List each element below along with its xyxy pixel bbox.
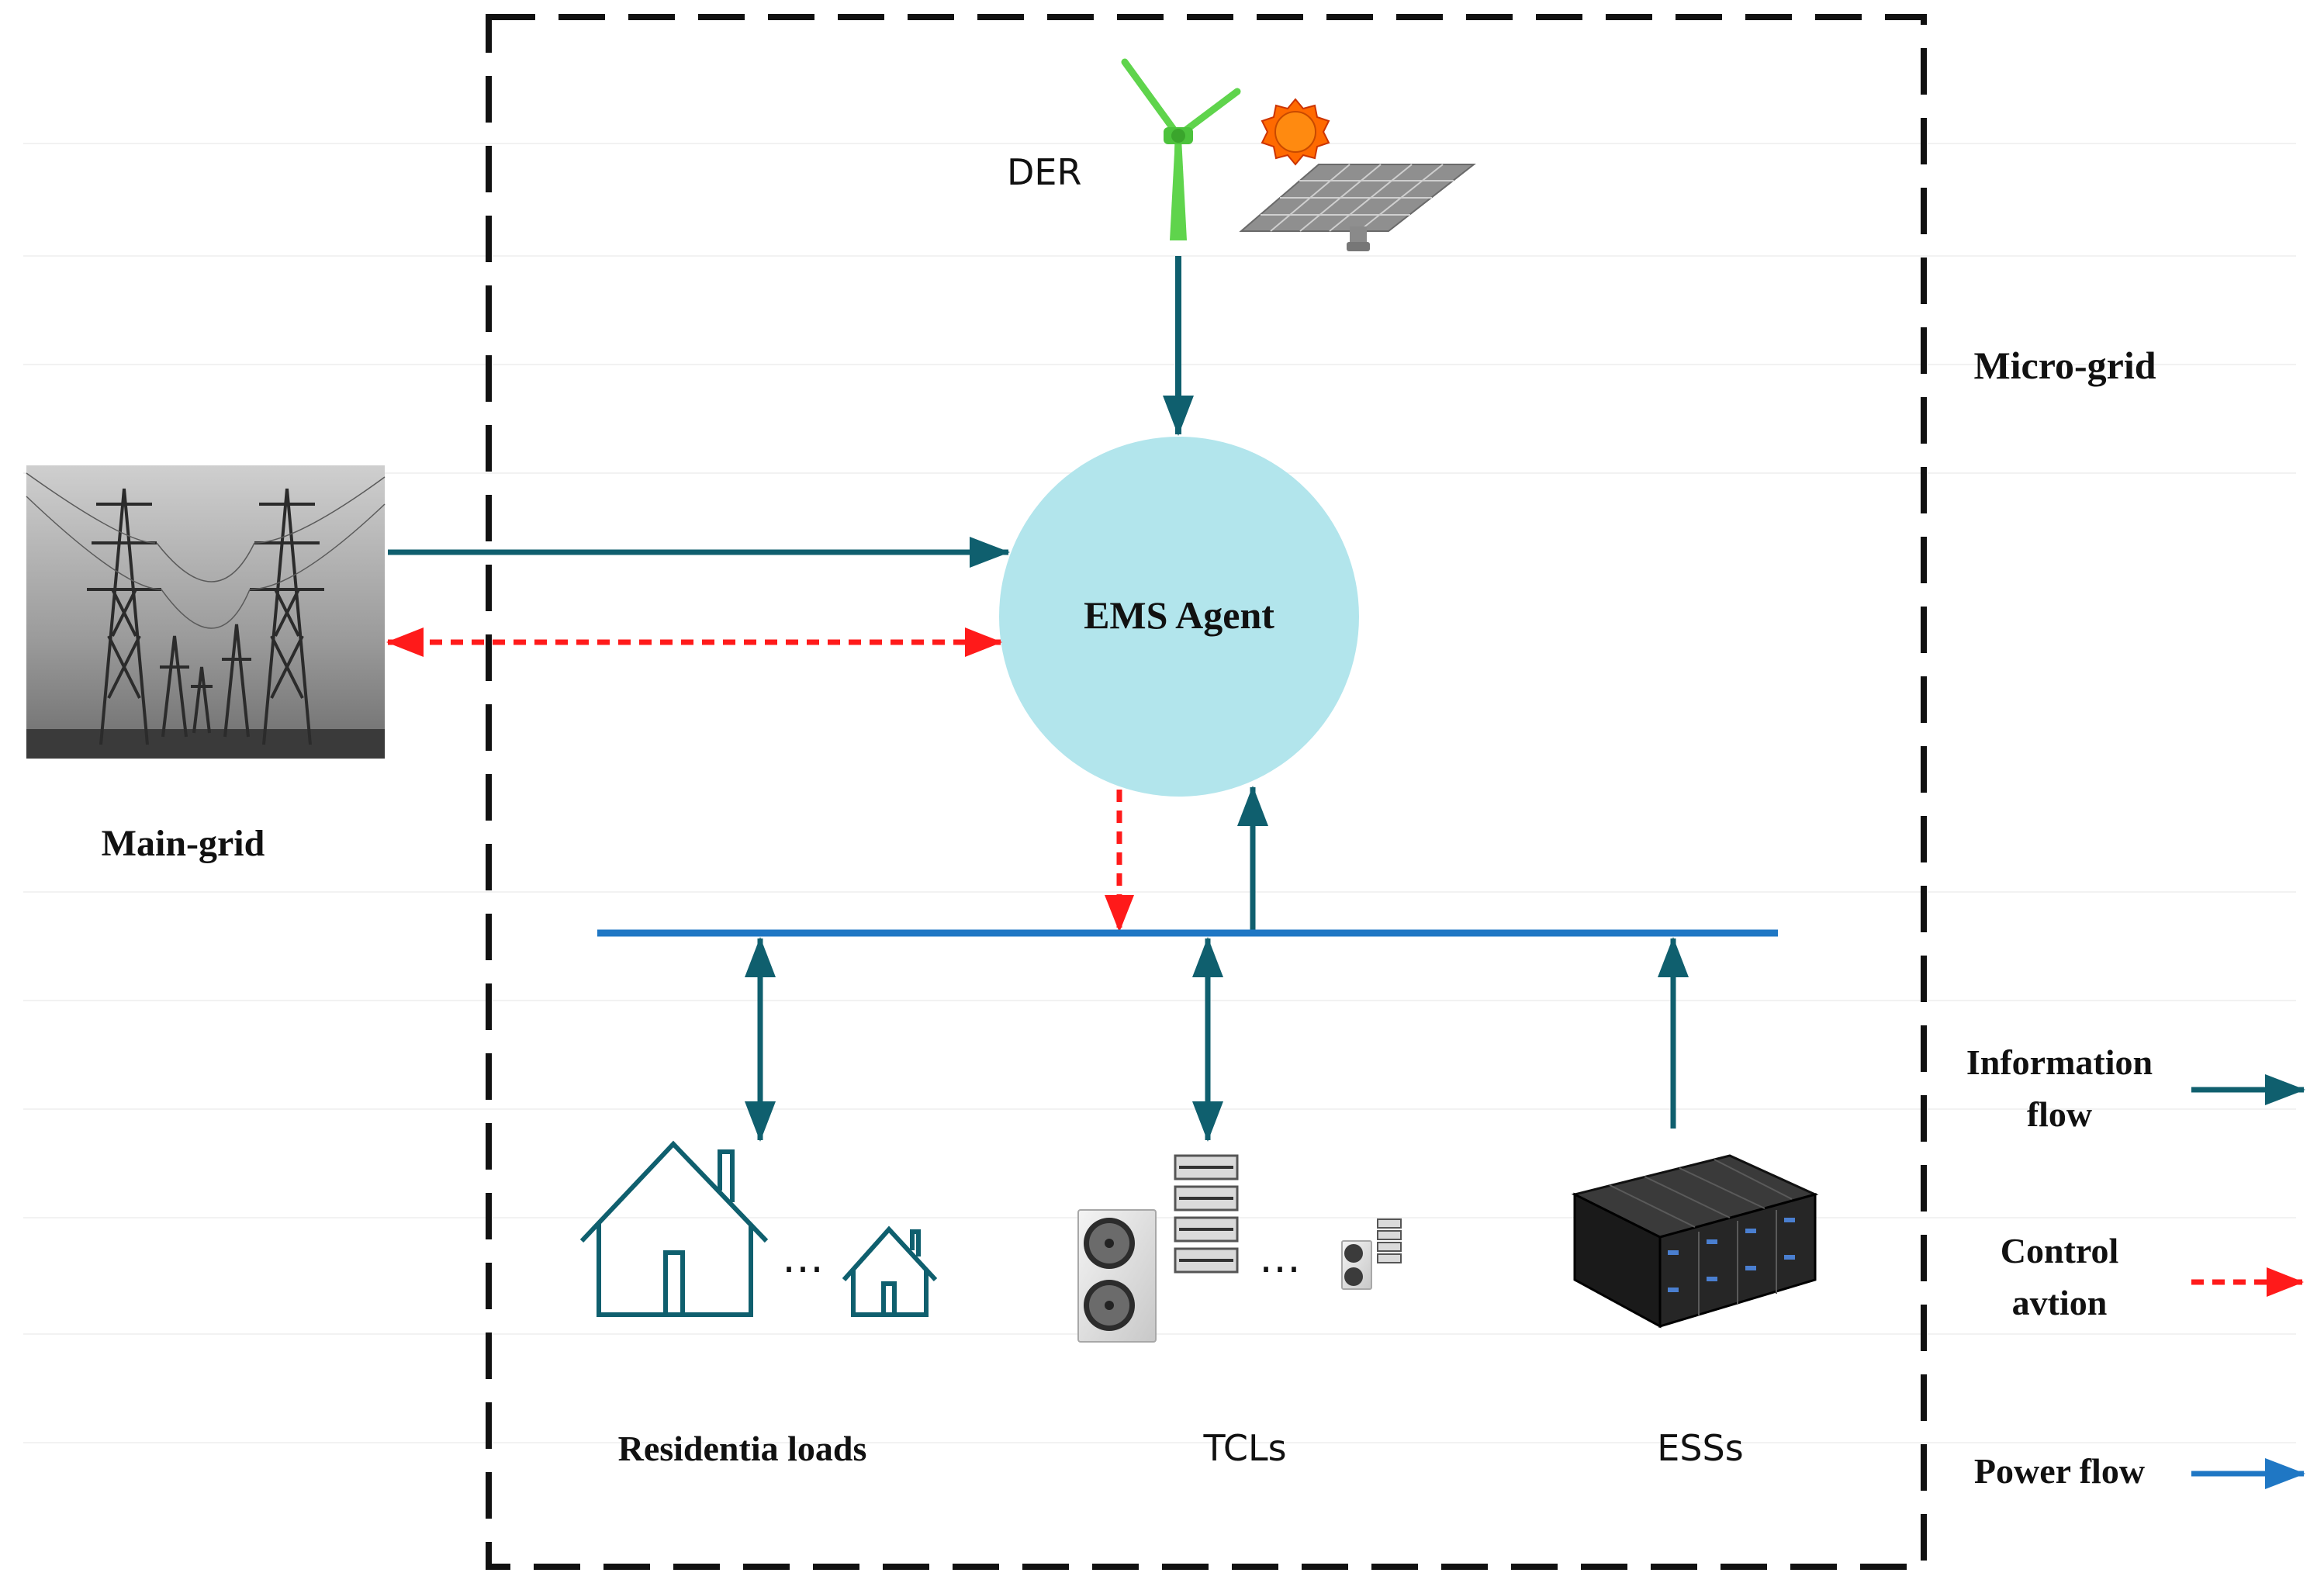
legend-information-flow-line1: Information bbox=[1966, 1042, 2153, 1082]
wind-turbine-icon bbox=[1121, 58, 1241, 240]
residential-loads-label: Residentia loads bbox=[618, 1429, 867, 1468]
solar-panel-icon bbox=[1239, 164, 1476, 251]
sun-icon bbox=[1261, 98, 1330, 166]
small-air-conditioner-icon bbox=[1341, 1218, 1402, 1290]
esss-label: ESSs bbox=[1657, 1427, 1743, 1469]
der-label: DER bbox=[1007, 151, 1081, 193]
ems-agent-node bbox=[999, 437, 1359, 797]
legend-power-flow-label: Power flow bbox=[1974, 1451, 2145, 1491]
transmission-towers-icon bbox=[26, 465, 386, 759]
house-icon bbox=[579, 1140, 769, 1317]
small-house-icon bbox=[842, 1225, 938, 1317]
battery-storage-icon bbox=[1571, 1154, 1819, 1329]
air-conditioner-icon bbox=[1077, 1154, 1239, 1343]
legend-control-action-line1: Control bbox=[2001, 1231, 2119, 1270]
background-lines bbox=[23, 143, 2296, 1443]
ellipsis-tcl: … bbox=[1259, 1233, 1301, 1282]
main-grid-label: Main-grid bbox=[102, 823, 265, 864]
micro-grid-boundary bbox=[486, 14, 1927, 1570]
ems-agent-label: EMS Agent bbox=[1084, 593, 1274, 637]
legend-control-action-line2: avtion bbox=[2012, 1283, 2108, 1322]
ellipsis-residential: … bbox=[782, 1233, 824, 1282]
legend-information-flow-line2: flow bbox=[2027, 1094, 2092, 1134]
micro-grid-label: Micro-grid bbox=[1973, 344, 2156, 387]
legend: Information flow Control avtion Power fl… bbox=[1966, 1042, 2305, 1491]
tcls-label: TCLs bbox=[1202, 1427, 1286, 1469]
